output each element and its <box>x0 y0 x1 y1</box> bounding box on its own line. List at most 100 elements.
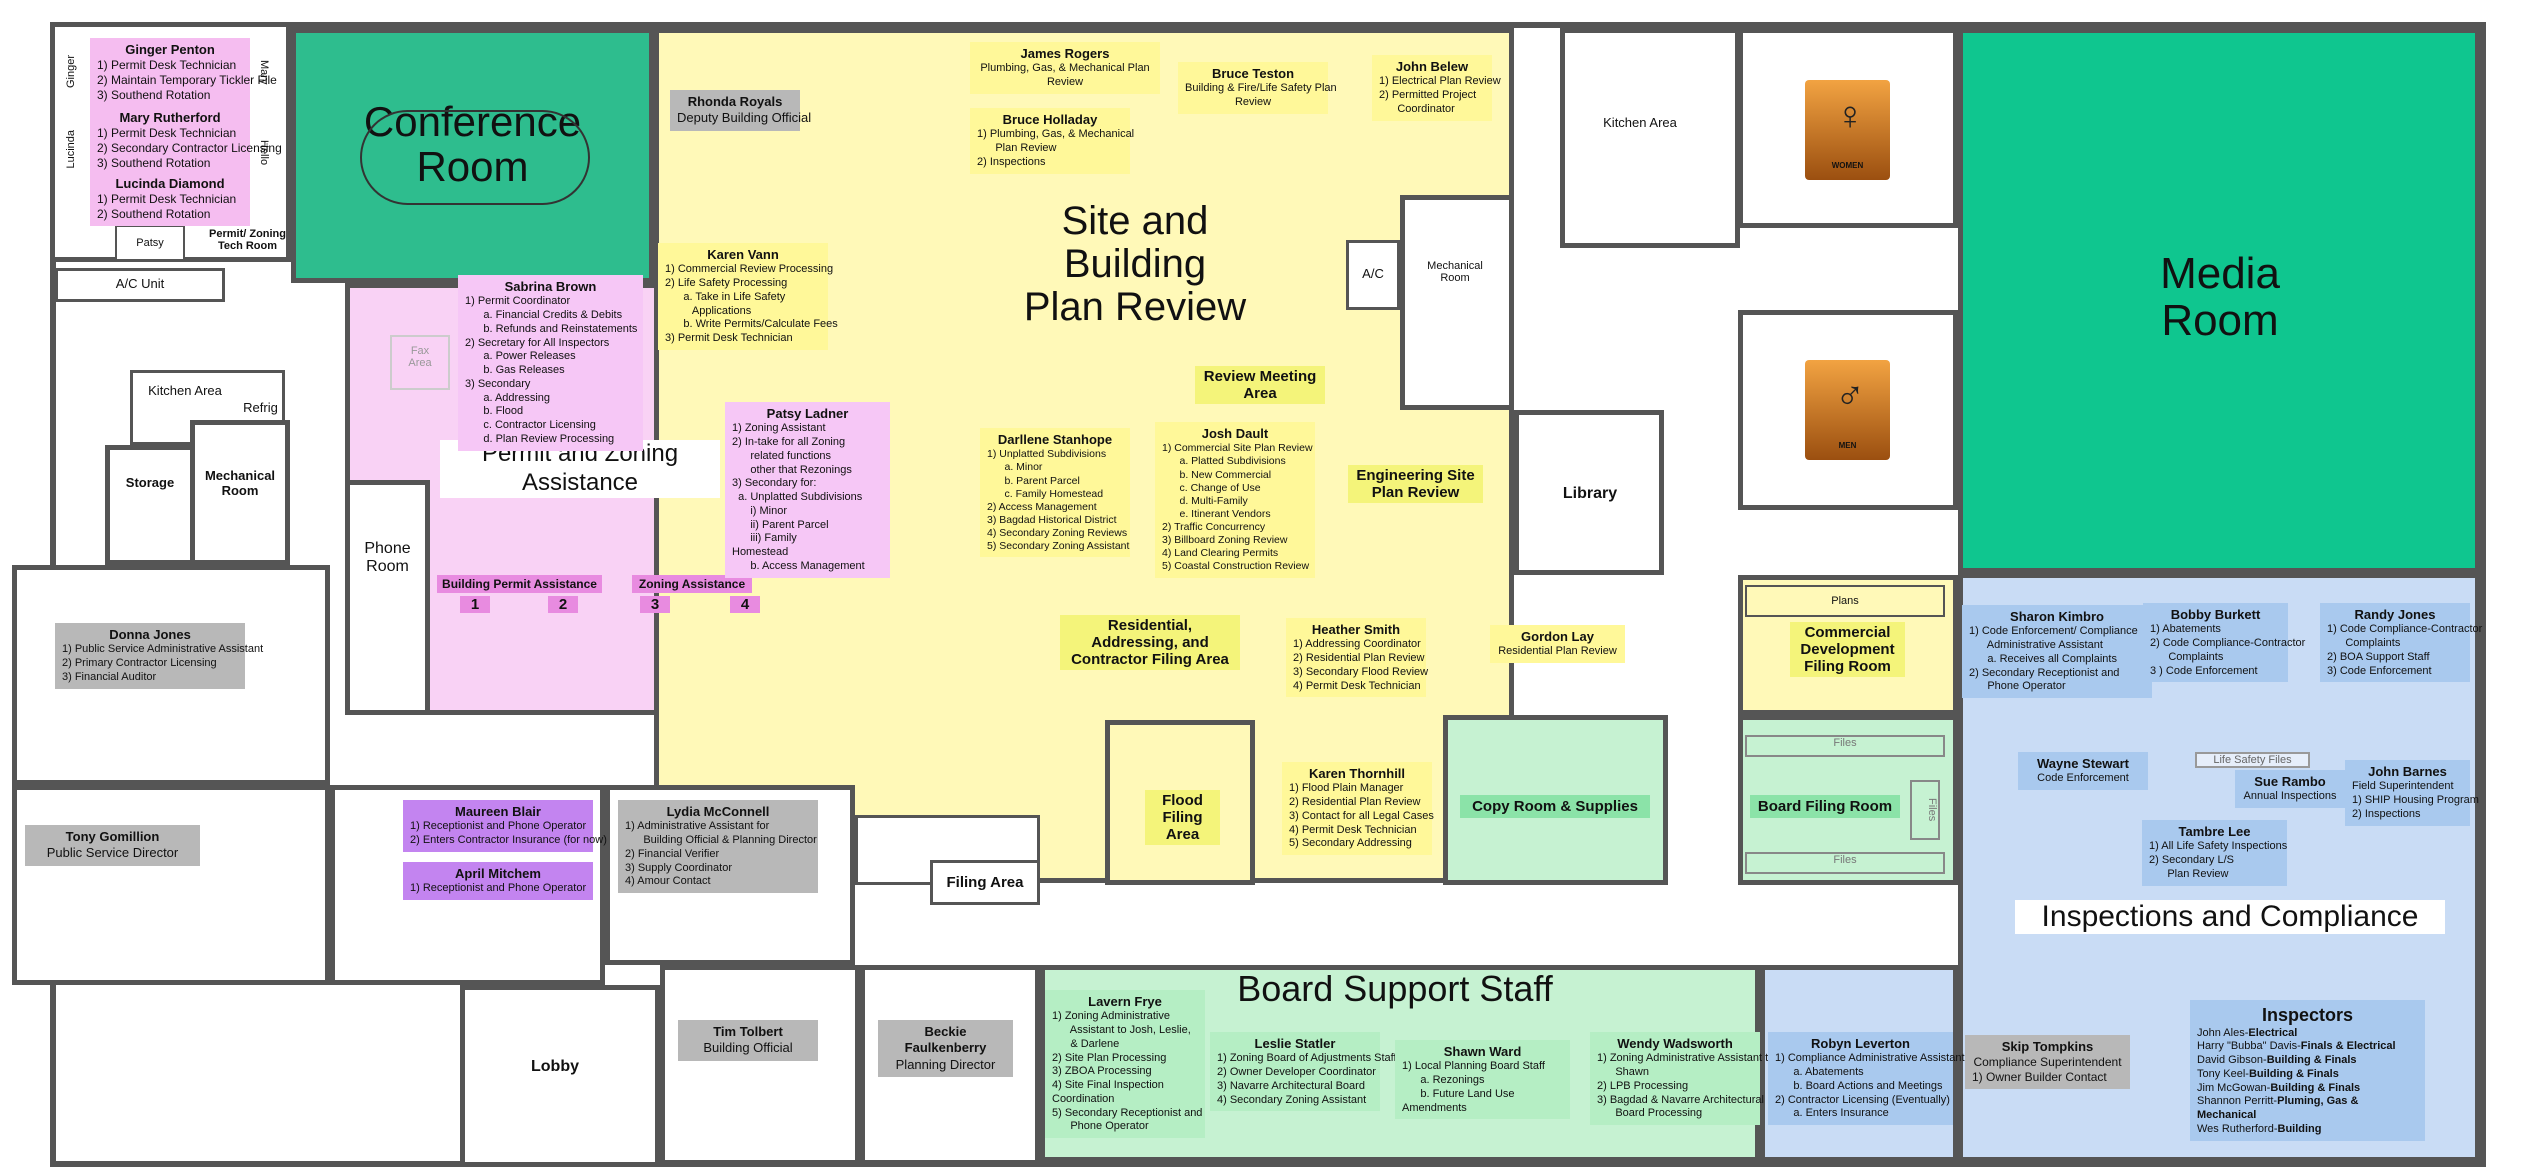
staff-duty-line: b. Parent Parcel <box>987 474 1080 487</box>
staff-duty-line: 2) Life Safety Processing <box>665 277 788 289</box>
staff-duty-line: Building & Fire/Life Safety Plan <box>1185 82 1337 95</box>
staff-duty-line: b. New Commercial <box>1162 468 1272 481</box>
staff-duty-line: 2) Secretary for All Inspectors <box>465 336 610 349</box>
staff-duty-line: Building Official & Planning Director <box>625 834 817 846</box>
media-room[interactable] <box>1958 28 2480 573</box>
station-2-tag[interactable]: 2 <box>548 596 578 613</box>
staff-duty-line: 2) Inspections <box>977 155 1046 168</box>
media-room-label: Media Room <box>2160 249 2280 346</box>
staff-name: Sharon Kimbro <box>2010 609 2104 624</box>
staff-duty-line: 1) Abatements <box>2150 623 2221 636</box>
staff-duty-line: b. Board Actions and Meetings <box>1775 1079 1943 1092</box>
staff-duty-line: b. Future Land Use <box>1402 1087 1515 1100</box>
staff-duty-line: i) Minor <box>732 504 788 517</box>
staff-name: Leslie Statler <box>1254 1036 1336 1051</box>
station-4-tag[interactable]: 4 <box>730 596 760 613</box>
staff-duty-line: 1) Compliance Administrative Assistant <box>1775 1052 1965 1065</box>
fax-area-label: Fax Area <box>390 335 450 390</box>
staff-duty-line: 3) Southend Rotation <box>97 156 211 171</box>
copy-room-tag: Copy Room & Supplies <box>1460 795 1650 818</box>
station-1-tag[interactable]: 1 <box>460 596 490 613</box>
staff-duty-line: Plumbing, Gas, & Mechanical Plan <box>980 62 1150 75</box>
vertical-name-ginger: Ginger <box>65 55 77 89</box>
staff-duty-line: 2) LPB Processing <box>1597 1079 1689 1092</box>
zoning-assistance-tag: Zoning Assistance <box>632 575 752 593</box>
staff-duty-line: 2) Residential Plan Review <box>1293 652 1425 664</box>
staff-duty-line: Code Enforcement <box>2037 772 2129 785</box>
staff-name: Darllene Stanhope <box>997 432 1113 447</box>
staff-name: April Mitchem <box>455 866 541 881</box>
inspector-role: Building & Finals <box>2248 1067 2339 1080</box>
site-building-plan-review-label: Site and Building Plan Review <box>1023 199 1247 329</box>
staff-duty-line: a. Enters Insurance <box>1775 1107 1889 1120</box>
staff-duty-line: Review <box>1234 96 1272 108</box>
staff-duty-line: 1) All Life Safety Inspections <box>2149 840 2288 853</box>
inspector-row: John Ales-Electrical <box>2197 1027 2418 1041</box>
staff-duty-line: Homestead <box>732 546 789 558</box>
staff-duty-line: a. Unplatted Subdivisions <box>732 491 863 503</box>
staff-name: Wayne Stewart <box>2037 756 2129 771</box>
staff-duty-line: 1) Administrative Assistant for <box>625 820 770 833</box>
refrig-label: Refrig <box>243 400 278 415</box>
staff-name: Maureen Blair <box>455 804 541 819</box>
commercial-filing-box <box>1738 575 1958 715</box>
engineering-site-plan-review-tag: Engineering Site Plan Review <box>1348 465 1483 503</box>
staff-duty-line: 3 ) Code Enforcement <box>2150 664 2258 677</box>
conference-room[interactable] <box>291 28 654 283</box>
staff-duty-line: Amendments <box>1402 1101 1467 1114</box>
staff-duty-line: 4) Land Clearing Permits <box>1162 547 1279 560</box>
station-3-tag[interactable]: 3 <box>640 596 670 613</box>
staff-duty-line: a. Platted Subdivisions <box>1162 455 1286 468</box>
staff-duty-line: Coordinator <box>1379 102 1455 115</box>
conference-table-icon <box>360 110 590 205</box>
inspector-row: David Gibson-Building & Finals <box>2197 1054 2418 1068</box>
patsy-desk-label: Patsy <box>115 225 185 261</box>
kitchen-top <box>1560 28 1740 248</box>
inspector-name: Jim McGowan- <box>2197 1081 2271 1094</box>
lobby-label: Lobby <box>531 1058 579 1075</box>
staff-duty-line: a. Rezonings <box>1402 1074 1485 1086</box>
staff-name: Tambre Lee <box>2178 824 2251 839</box>
staff-duty-line: Applications <box>665 304 752 317</box>
staff-name: Lucinda Diamond <box>115 176 225 191</box>
permit-tech-room-label: Permit/ Zoning Tech Room <box>209 228 286 252</box>
